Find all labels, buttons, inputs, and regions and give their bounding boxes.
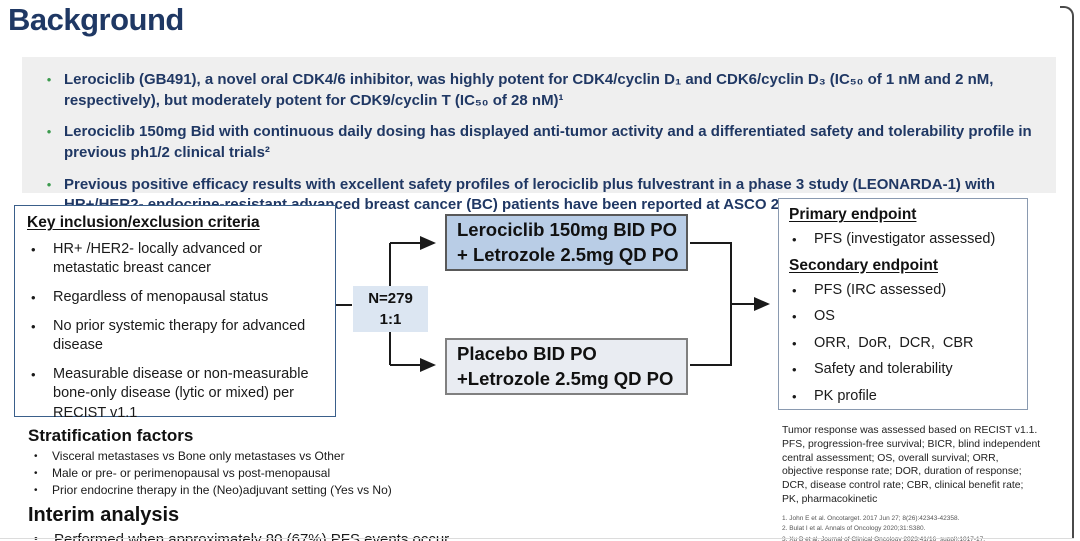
list-item: • Performed when approximately 80 (67%) …: [28, 530, 498, 541]
arm-placebo-line1: Placebo BID PO: [457, 342, 597, 364]
inclusion-item-text: No prior systemic therapy for advanced d…: [53, 317, 306, 354]
endpoint-item-text: OS: [814, 308, 835, 324]
background-bullet-row: • Lerociclib (GB491), a novel oral CDK4/…: [34, 70, 1042, 111]
background-bullet-row: • Lerociclib 150mg Bid with continuous d…: [34, 122, 1042, 163]
list-item: • PK profile: [789, 387, 1019, 406]
arm-placebo-box: Placebo BID PO +Letrozole 2.5mg QD PO: [445, 338, 688, 395]
slide-frame-edge: [1060, 6, 1074, 538]
endpoints-box: Primary endpoint • PFS (investigator ass…: [778, 198, 1028, 410]
randomization-n: N=279: [368, 290, 413, 307]
randomization-ratio: 1:1: [379, 311, 402, 328]
bullet-dot-icon: •: [792, 335, 797, 351]
list-item: • Male or pre- or perimenopausal vs post…: [28, 466, 498, 482]
inclusion-title: Key inclusion/exclusion criteria: [27, 214, 260, 231]
stratification-item-text: Male or pre- or perimenopausal vs post-m…: [52, 466, 331, 480]
inclusion-item-text: HR+ /HER2- locally advanced or metastati…: [53, 241, 263, 277]
bullet-dot-icon: •: [34, 485, 38, 496]
abbreviations-footnote: Tumor response was assessed based on REC…: [782, 425, 1041, 506]
bullet-dot-icon: •: [792, 388, 797, 404]
bullet-dot-icon: •: [792, 362, 797, 377]
interim-analysis-title: Interim analysis: [28, 504, 180, 526]
reference-line: 1. John E et al. Oncotarget. 2017 Jun 27…: [782, 515, 960, 522]
bullet-dot-icon: •: [34, 451, 38, 462]
stratification-title: Stratification factors: [28, 426, 194, 445]
bullet-dot-icon: •: [34, 533, 38, 541]
endpoint-item-text: Safety and tolerability: [814, 361, 953, 377]
endpoint-item-text: ORR, DoR, DCR, CBR: [814, 334, 974, 351]
inclusion-item-text: Regardless of menopausal status: [53, 288, 269, 305]
list-item: • HR+ /HER2- locally advanced or metasta…: [27, 240, 325, 279]
endpoint-item-text: PK profile: [814, 387, 877, 404]
list-item: • Regardless of menopausal status: [27, 288, 325, 308]
endpoint-item-text: PFS (investigator assessed): [814, 231, 996, 247]
randomization-box: N=279 1:1: [353, 286, 428, 332]
background-summary-panel: • Lerociclib (GB491), a novel oral CDK4/…: [22, 57, 1056, 213]
arm-placebo-line2: +Letrozole 2.5mg QD PO: [457, 367, 674, 389]
bullet-dot-icon: •: [792, 232, 797, 247]
bullet-dot-icon: •: [31, 242, 36, 257]
list-item: • PFS (IRC assessed): [789, 281, 1019, 300]
primary-endpoint-title: Primary endpoint: [789, 206, 917, 223]
arm-lerociclib-box: Lerociclib 150mg BID PO + Letrozole 2.5m…: [445, 214, 688, 271]
background-bullet-text: Lerociclib (GB491), a novel oral CDK4/6 …: [64, 71, 994, 109]
list-item: • No prior systemic therapy for advanced…: [27, 317, 325, 356]
reference-line: 2. Bulat I et al. Annals of Oncology 202…: [782, 525, 926, 533]
list-item: • Measurable disease or non-measurable b…: [27, 365, 325, 423]
inclusion-criteria-box: Key inclusion/exclusion criteria • HR+ /…: [14, 205, 336, 421]
slide-bottom-edge: [0, 538, 1074, 539]
list-item: • ORR, DoR, DCR, CBR: [789, 334, 1019, 353]
background-bullet-text: Lerociclib 150mg Bid with continuous dai…: [64, 123, 1032, 162]
list-item: • Prior endocrine therapy in the (Neo)ad…: [28, 483, 498, 499]
stratification-section: Stratification factors • Visceral metast…: [28, 426, 498, 541]
secondary-endpoint-title: Secondary endpoint: [789, 256, 938, 274]
inclusion-item-text: Measurable disease or non-measurable bon…: [53, 365, 309, 421]
arm-lerociclib-line1: Lerociclib 150mg BID PO: [457, 218, 678, 240]
stratification-item-text: Prior endocrine therapy in the (Neo)adju…: [52, 483, 392, 497]
bullet-dot-icon: •: [34, 468, 38, 479]
arm-lerociclib-line2: + Letrozole 2.5mg QD PO: [457, 243, 679, 265]
bullet-dot-icon: •: [792, 282, 797, 298]
bullet-dot-icon: •: [792, 309, 797, 324]
bullet-dot-icon: •: [31, 318, 36, 334]
references: 1. John E et al. Oncotarget. 2017 Jun 27…: [782, 514, 1042, 541]
bullet-dot-icon: •: [46, 124, 52, 140]
endpoint-item-text: PFS (IRC assessed): [814, 281, 947, 298]
bullet-dot-icon: •: [46, 176, 52, 192]
list-item: • Visceral metastases vs Bone only metas…: [28, 449, 498, 465]
list-item: • OS: [789, 307, 1019, 326]
stratification-item-text: Visceral metastases vs Bone only metasta…: [52, 449, 345, 463]
list-item: • Safety and tolerability: [789, 360, 1019, 379]
bullet-dot-icon: •: [31, 366, 36, 382]
page-title: Background: [8, 2, 184, 37]
bullet-dot-icon: •: [46, 72, 52, 87]
interim-item-text: Performed when approximately 80 (67%) PF…: [54, 531, 450, 541]
bullet-dot-icon: •: [31, 289, 36, 305]
list-item: • PFS (investigator assessed): [789, 230, 1019, 249]
